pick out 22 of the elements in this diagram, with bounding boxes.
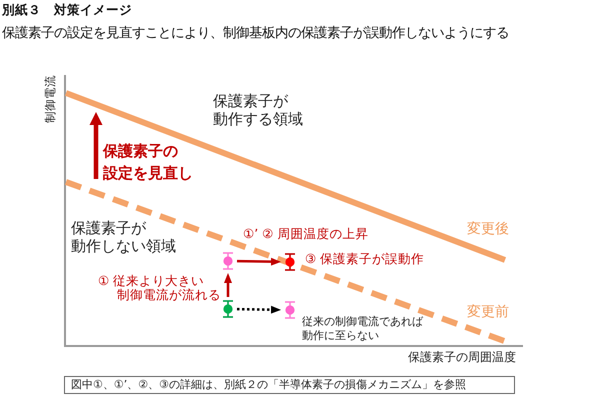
region-label: 保護素子が動作する領域 [213,92,303,128]
edge-label: ①’ ② 周囲温度の上昇 [243,226,368,241]
axis-label: 保護素子の周囲温度 [408,350,516,364]
note-box [64,376,515,394]
point-caption: ③ 保護素子が誤動作 [305,251,424,266]
subtitle-text: 保護素子の設定を見直すことにより、制御基板内の保護素子が誤動作しないようにする [2,26,509,42]
data-point [284,253,296,271]
edge-label: ① 従来より大きい制御電流が流れる [98,274,221,301]
data-point [222,252,234,270]
arrow [236,258,281,266]
arrow [224,273,232,297]
point-caption: 従来の制御電流であれば動作に至らない [302,315,423,343]
axis-label: 制御電流 [44,74,58,123]
note-text: 図中①、①’、②、③の詳細は、別紙２の「半導体素子の損傷メカニズム」を参照 [71,377,466,393]
page-title: 別紙３ 対策イメージ [2,2,132,17]
line-label: 変更後 [467,221,509,238]
data-point [222,300,234,318]
data-point [284,301,296,319]
annotation-text: 保護素子の設定を見直し [103,141,193,184]
line-label: 変更前 [467,304,509,321]
dotted-arrow [236,306,281,314]
region-label: 保護素子が動作しない領域 [71,219,176,255]
